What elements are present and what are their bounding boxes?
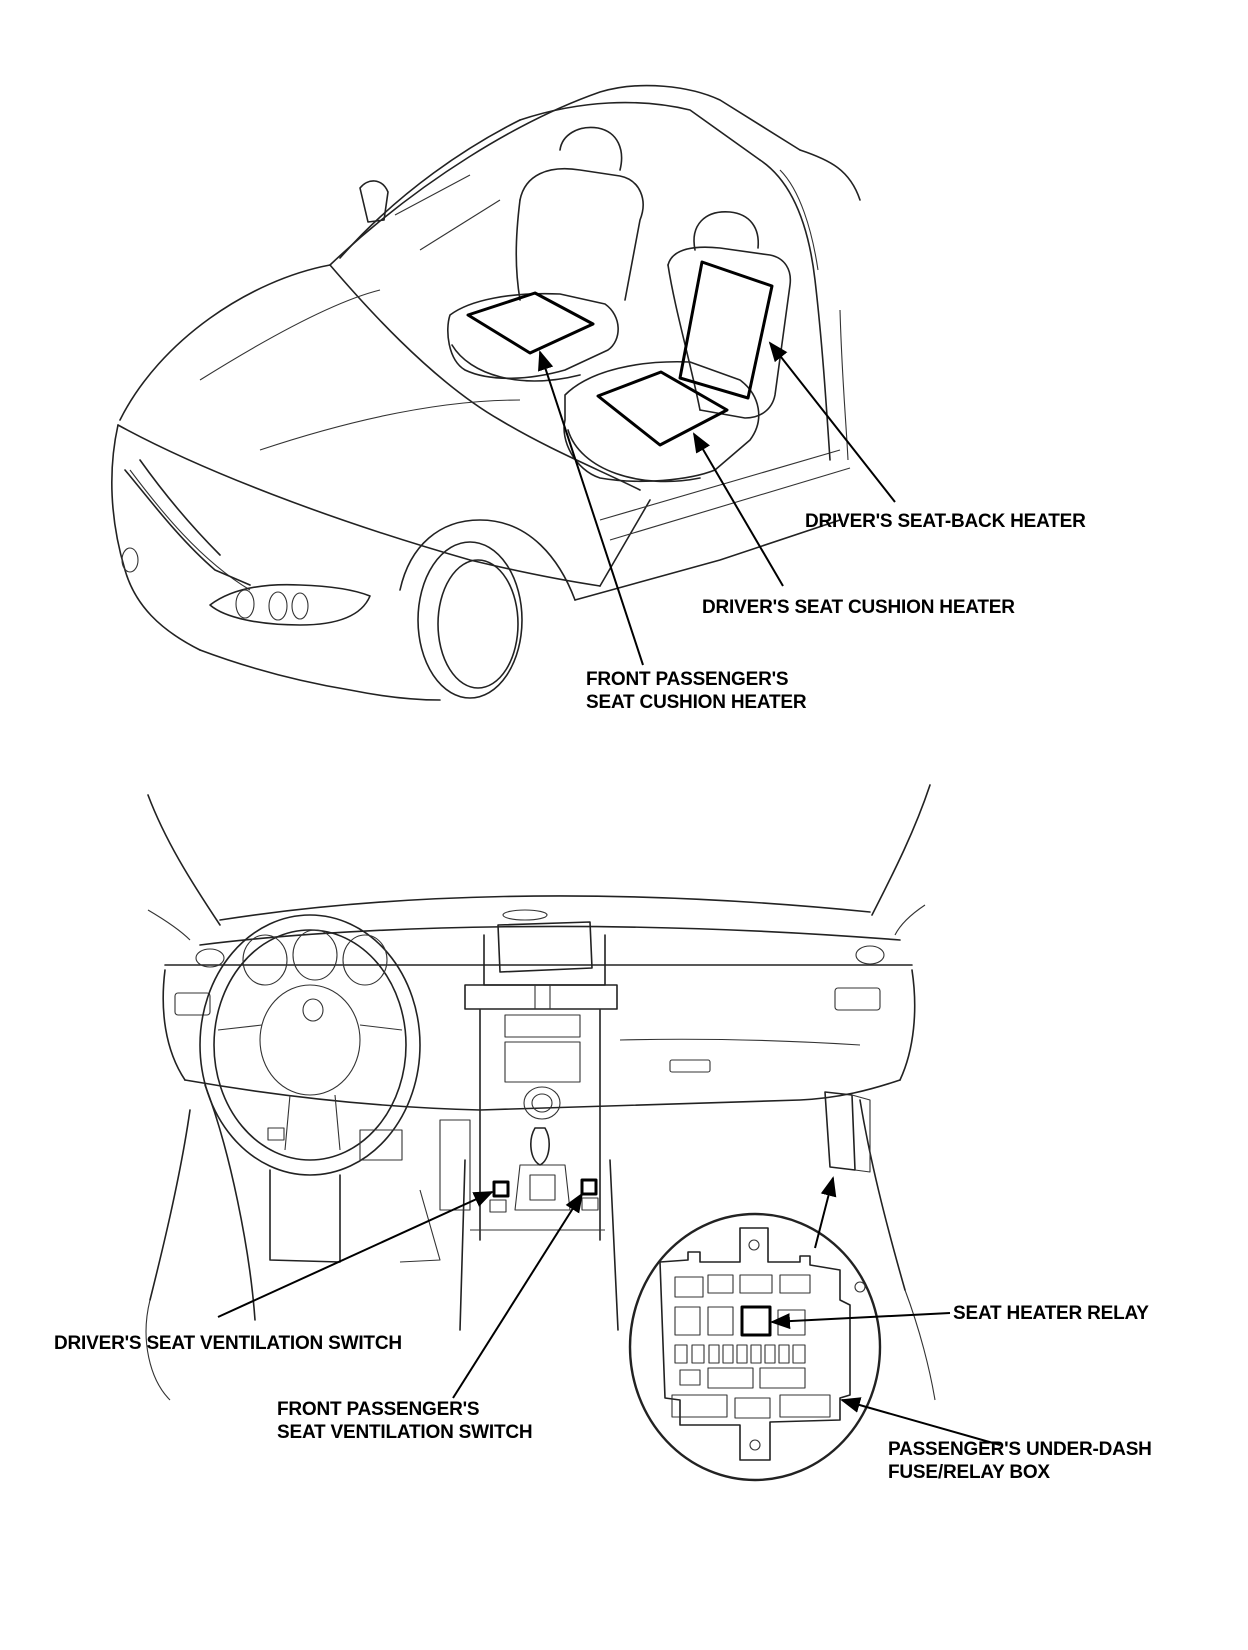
driver-seat-cushion-heater-label: DRIVER'S SEAT CUSHION HEATER bbox=[702, 597, 1015, 618]
driver-cushion-heater-leader bbox=[692, 432, 784, 587]
passenger-vent-switch-mark bbox=[580, 1178, 598, 1196]
seat-heater-relay-mark bbox=[740, 1305, 772, 1337]
passenger-cushion-heater-leader bbox=[538, 350, 644, 666]
car-illustration bbox=[111, 84, 861, 701]
fuse-box-magnifier bbox=[628, 1212, 882, 1482]
passenger-vent-switch-label-line1: FRONT PASSENGER'S bbox=[277, 1399, 480, 1420]
dashboard-illustration bbox=[145, 784, 936, 1401]
seat-heater-relay-label: SEAT HEATER RELAY bbox=[953, 1303, 1149, 1324]
passenger-seat-cushion-heater-label-line2: SEAT CUSHION HEATER bbox=[586, 692, 807, 713]
fuse-box-label-line1: PASSENGER'S UNDER-DASH bbox=[888, 1439, 1152, 1460]
passenger-seat-cushion-heater-label-line1: FRONT PASSENGER'S bbox=[586, 669, 789, 690]
passenger-seat-cushion-heater-label: FRONT PASSENGER'S SEAT CUSHION HEATER bbox=[586, 668, 807, 714]
driver-vent-switch-label: DRIVER'S SEAT VENTILATION SWITCH bbox=[54, 1333, 402, 1354]
fuse-box-label: PASSENGER'S UNDER-DASH FUSE/RELAY BOX bbox=[888, 1438, 1152, 1484]
passenger-vent-switch-leader bbox=[452, 1192, 584, 1399]
fuse-box-label-line2: FUSE/RELAY BOX bbox=[888, 1462, 1050, 1483]
passenger-vent-switch-label-line2: SEAT VENTILATION SWITCH bbox=[277, 1422, 533, 1443]
driver-vent-switch-leader bbox=[217, 1191, 494, 1318]
seat-back-heater-leader bbox=[768, 341, 896, 503]
top-leader-lines bbox=[538, 341, 896, 666]
passenger-vent-switch-label: FRONT PASSENGER'S SEAT VENTILATION SWITC… bbox=[277, 1398, 533, 1444]
driver-vent-switch-mark bbox=[492, 1180, 510, 1198]
bottom-leader-lines bbox=[217, 1176, 1001, 1446]
seat-back-heater-label: DRIVER'S SEAT-BACK HEATER bbox=[805, 511, 1086, 532]
fuse-box-leader bbox=[840, 1397, 1001, 1446]
seat-heater-relay-leader bbox=[770, 1312, 951, 1330]
magnifier-pointer bbox=[814, 1176, 837, 1249]
